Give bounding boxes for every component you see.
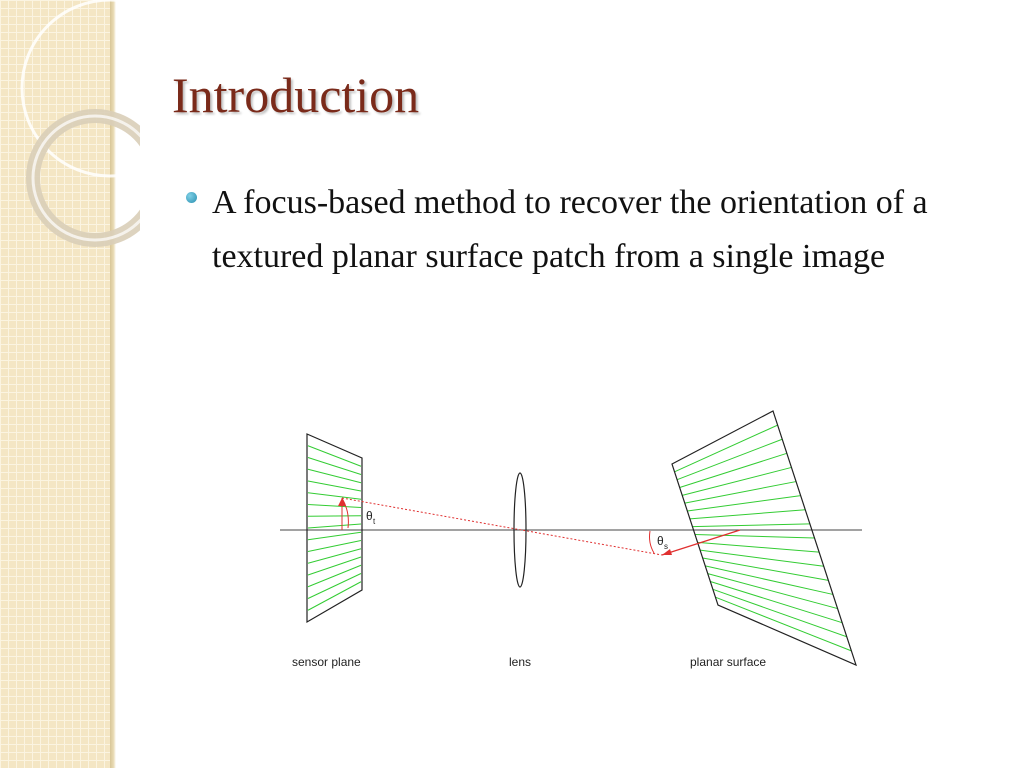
lens-shape	[513, 472, 527, 588]
surface-texture-line	[712, 588, 847, 638]
theta-s-symbol: θ	[657, 534, 664, 548]
sensor-texture-line	[307, 523, 362, 529]
surface-texture-line	[679, 452, 787, 488]
surface-texture-line	[697, 541, 820, 553]
planar-surface-outline	[671, 410, 857, 667]
lens-label: lens	[509, 655, 531, 669]
theta-t-arrowhead	[338, 498, 346, 506]
slide-title: Introduction	[172, 67, 420, 123]
sensor-texture-line	[307, 531, 362, 541]
surface-texture-line	[702, 557, 829, 581]
surface-normal-arrow	[661, 529, 741, 556]
surface-texture-line	[710, 581, 843, 624]
sensor-texture-line	[307, 581, 362, 611]
surface-texture-line	[689, 509, 806, 520]
sensor-texture-line	[307, 573, 362, 599]
decorative-rings	[20, 0, 140, 247]
planar-surface	[671, 410, 857, 667]
theta-t-arc	[341, 497, 349, 529]
theta-t-symbol: θ	[366, 509, 373, 523]
deco-ring-small-highlight	[31, 114, 140, 242]
sensor-texture-line	[307, 548, 362, 564]
planar-surface-label: planar surface	[690, 655, 766, 669]
sensor-plane	[306, 433, 363, 624]
theta-t-subscript: t	[373, 517, 376, 526]
sensor-texture-line	[307, 480, 362, 492]
surface-texture-line	[692, 523, 810, 528]
surface-texture-line	[684, 481, 797, 504]
bullet-item: A focus-based method to recover the orie…	[186, 176, 986, 284]
theta-s-arc	[649, 530, 655, 554]
sensor-texture-line	[307, 457, 362, 475]
bullet-text: A focus-based method to recover the orie…	[212, 184, 928, 275]
theta-s-subscript: s	[664, 542, 668, 551]
bullet-list: A focus-based method to recover the orie…	[186, 176, 986, 284]
sensor-texture-line	[307, 445, 362, 467]
surface-texture-line	[676, 438, 783, 481]
sensor-texture-line	[307, 564, 362, 588]
focus-diagram: θ t θ s sensor plane lens planar surface	[280, 410, 862, 669]
sensor-texture-line	[307, 492, 362, 500]
surface-texture-line	[707, 573, 838, 610]
surface-texture-line	[674, 424, 778, 473]
deco-ring-large	[20, 0, 140, 178]
sensor-texture-line	[307, 540, 362, 552]
chief-ray	[341, 497, 663, 556]
surface-texture-line	[687, 495, 801, 512]
surface-texture-line	[694, 534, 815, 539]
sensor-texture-line	[307, 468, 362, 484]
surface-texture-line	[715, 596, 852, 652]
bullet-dot-icon	[186, 192, 197, 203]
sidebar-edge	[110, 0, 116, 768]
sensor-texture-line	[307, 504, 362, 508]
sensor-texture-line	[307, 556, 362, 576]
surface-texture-line	[682, 466, 792, 496]
surface-arrowhead	[662, 549, 672, 555]
sensor-plane-label: sensor plane	[292, 655, 361, 669]
surface-texture-line	[700, 549, 824, 567]
surface-texture-line	[705, 565, 834, 595]
sensor-plane-outline	[306, 433, 363, 624]
sensor-texture-line	[307, 515, 362, 517]
